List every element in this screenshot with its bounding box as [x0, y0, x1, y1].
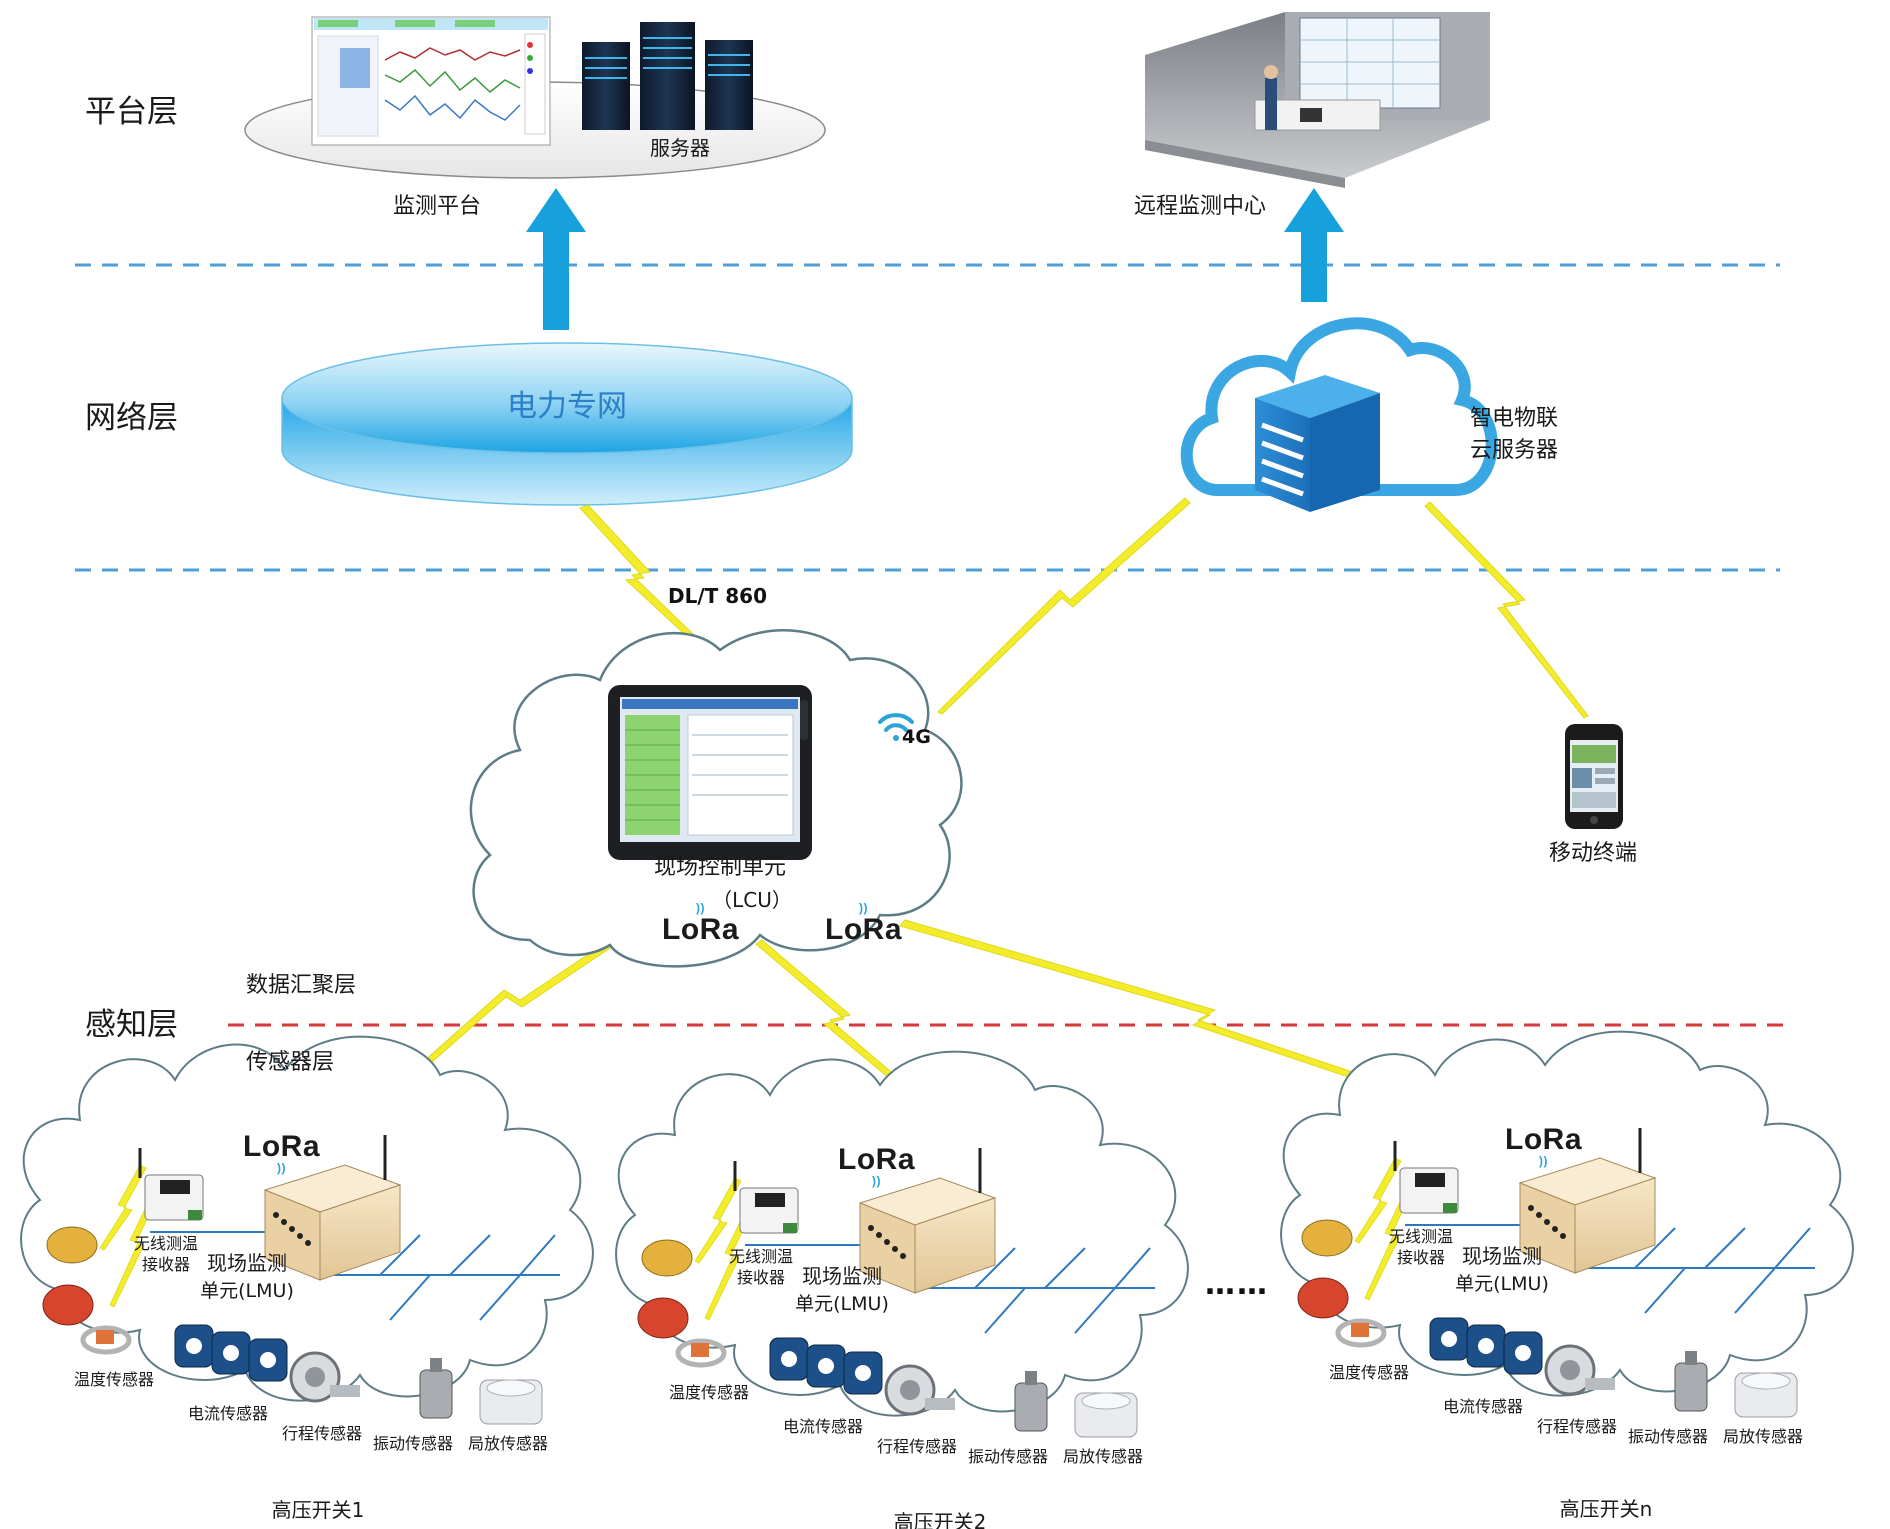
- cluster-n-lmu-label-2: 单元(LMU): [1455, 1273, 1549, 1295]
- sublayer-label-aggregation: 数据汇聚层: [246, 973, 357, 998]
- cluster-1-temp-label: 温度传感器: [73, 1370, 155, 1389]
- cluster-1-switch-label: 高压开关1: [271, 1498, 365, 1522]
- cluster-1-lmu-label-2: 单元(LMU): [200, 1280, 294, 1302]
- cluster-n-pd-label: 局放传感器: [1722, 1427, 1804, 1446]
- cluster-1-pd-label: 局放传感器: [467, 1434, 549, 1453]
- cloud-server-icon: [1180, 317, 1498, 512]
- cluster-n-receiver-label-2: 接收器: [1396, 1248, 1446, 1267]
- remote-monitoring-center-illustration: [1145, 12, 1490, 188]
- power-network-disc: [281, 342, 853, 506]
- cluster-1-current-label: 电流传感器: [187, 1404, 269, 1423]
- cluster-2-lmu-label-1: 现场监测: [802, 1264, 882, 1288]
- cluster-2-lmu-label-2: 单元(LMU): [795, 1293, 889, 1315]
- server-racks-icon: [582, 22, 753, 130]
- cluster-n-lora: LoRa)): [1505, 1123, 1582, 1168]
- cluster-1-receiver-label-2: 接收器: [141, 1255, 191, 1274]
- wifi-4g-icon: [878, 713, 914, 741]
- cluster-1-vibration-label: 振动传感器: [372, 1434, 454, 1453]
- cluster-n-current-label: 电流传感器: [1442, 1397, 1524, 1416]
- cluster-2-current-label: 电流传感器: [782, 1417, 864, 1436]
- cluster-2-pd-label: 局放传感器: [1062, 1447, 1144, 1466]
- upload-arrow-left: [526, 188, 586, 330]
- more-switches-ellipsis: ……: [1205, 1267, 1269, 1302]
- layer-label-perception: 感知层: [85, 1007, 178, 1043]
- power-network-label: 电力专网: [507, 389, 627, 424]
- monitoring-platform-label: 监测平台: [392, 194, 482, 219]
- cluster-n-vibration-label: 振动传感器: [1627, 1427, 1709, 1446]
- cloud-server-label-line1: 智电物联: [1470, 406, 1559, 431]
- cluster-2-temp-label: 温度传感器: [668, 1383, 750, 1402]
- cluster-1-receiver-label-1: 无线测温: [133, 1234, 199, 1253]
- cluster-n-lmu-label-1: 现场监测: [1462, 1244, 1542, 1268]
- sublayer-label-sensor: 传感器层: [246, 1050, 335, 1075]
- cluster-2-lora: LoRa)): [838, 1143, 915, 1188]
- cluster-2-travel-label: 行程传感器: [876, 1437, 958, 1456]
- cluster-1-lmu-label-1: 现场监测: [207, 1251, 287, 1275]
- cluster-1-travel-label: 行程传感器: [281, 1424, 363, 1443]
- lcu-lora-right: ))LoRa: [825, 901, 902, 946]
- monitoring-platform-group: [244, 16, 826, 179]
- protocol-label: DL/T 860: [668, 584, 768, 608]
- cloud-server-label-line2: 云服务器: [1470, 438, 1559, 463]
- cluster-2-receiver-label-2: 接收器: [736, 1268, 786, 1287]
- cluster-1-devices: [42, 1135, 560, 1425]
- server-label: 服务器: [650, 136, 710, 160]
- lcu-lora-left: ))LoRa: [662, 901, 739, 946]
- lcu-label: 现场控制单元: [653, 855, 787, 880]
- lcu-tablet-icon: [608, 685, 812, 860]
- cluster-n-devices: [1297, 1128, 1815, 1418]
- remote-center-label: 远程监测中心: [1133, 194, 1267, 219]
- cluster-2-receiver-label-1: 无线测温: [728, 1247, 794, 1266]
- cluster-n-receiver-label-1: 无线测温: [1388, 1227, 1454, 1246]
- link-cloud-mobile: [1424, 501, 1589, 719]
- upload-arrow-right: [1284, 188, 1344, 302]
- cluster-n-travel-label: 行程传感器: [1536, 1417, 1618, 1436]
- cluster-2-devices: [637, 1148, 1155, 1438]
- layer-label-network: 网络层: [85, 400, 178, 436]
- badge-4g: 4G: [902, 726, 931, 748]
- mobile-phone-icon: [1565, 724, 1623, 829]
- monitor-chart-screenshot: [311, 16, 551, 146]
- mobile-terminal-label: 移动终端: [1548, 841, 1638, 866]
- lcu-sublabel: （LCU）: [712, 888, 792, 912]
- cluster-n-temp-label: 温度传感器: [1328, 1363, 1410, 1382]
- cluster-n-switch-label: 高压开关n: [1559, 1497, 1653, 1521]
- cluster-2-switch-label: 高压开关2: [893, 1510, 987, 1529]
- cluster-1-lora: LoRa)): [243, 1130, 320, 1175]
- layer-label-platform: 平台层: [85, 94, 178, 130]
- cluster-2-vibration-label: 振动传感器: [967, 1447, 1049, 1466]
- link-lcu-cloud: [937, 497, 1191, 715]
